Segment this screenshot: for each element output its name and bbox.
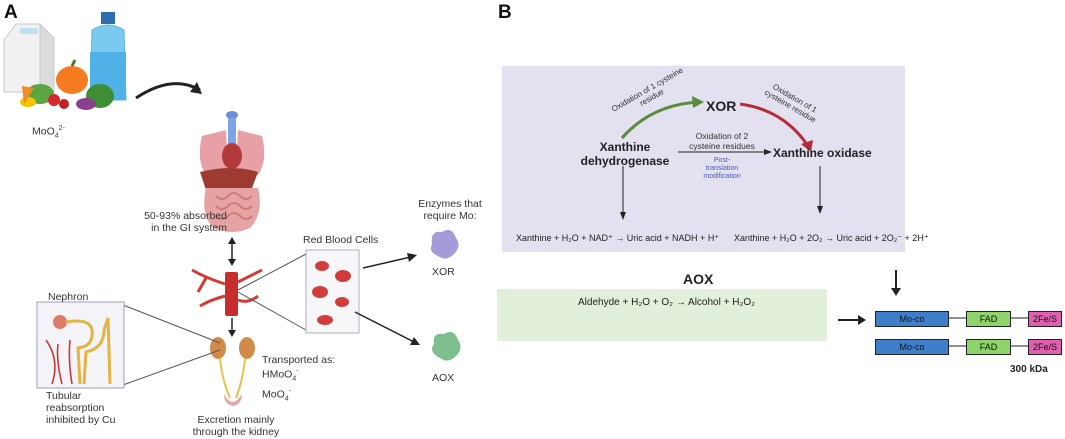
red-blood-cells-label: Red Blood Cells: [303, 234, 379, 246]
aox-equation: Aldehyde + H₂O + O₂ → Alcohol + H₂O₂: [578, 297, 755, 308]
xo-equation: Xanthine + H₂O + 2O₂ → Uric acid + 2O₂⁻ …: [734, 233, 929, 243]
kidneys-icon: [210, 337, 255, 406]
aox-enzyme-icon: [432, 332, 461, 361]
intake-label: MoO42-: [32, 125, 65, 140]
panel-b-letter: B: [498, 2, 512, 23]
moco-domain-2: Mo-co: [875, 339, 949, 355]
panel-a-illustration: [3, 12, 461, 406]
moco-domain-1: Mo-co: [875, 311, 949, 327]
xo-label: Xanthine oxidase: [773, 146, 872, 160]
nephron-label: Nephron: [48, 291, 89, 303]
xor-enzyme-icon: [430, 230, 459, 259]
fes-domain-1: 2Fe/S: [1028, 311, 1062, 327]
gi-organs-icon: [199, 111, 265, 232]
panel-a-letter: A: [4, 2, 18, 23]
aox-label-a: AOX: [432, 372, 455, 384]
transported-label: Transported as: HMoO4- MoO4-: [262, 354, 336, 403]
xor-arrows: [620, 96, 823, 220]
blood-vessel-icon: [191, 268, 263, 316]
xor-title: XOR: [706, 98, 737, 114]
fad-domain-2: FAD: [966, 339, 1011, 355]
fad-domain-1: FAD: [966, 311, 1011, 327]
vegetables-icon: [20, 59, 114, 110]
intake-arrow: [135, 82, 201, 100]
red-blood-cells-icon: [312, 261, 351, 325]
nephron-icon: [45, 315, 112, 385]
fes-domain-2: 2Fe/S: [1028, 339, 1062, 355]
aox-title: AOX: [683, 271, 714, 287]
xor-label-a: XOR: [432, 266, 455, 278]
aox-box: [497, 289, 827, 341]
xor-box: [502, 66, 905, 252]
domain-arrows: [838, 270, 1028, 347]
milk-carton-icon: [3, 22, 55, 93]
mass-label: 300 kDa: [1010, 364, 1048, 375]
xdh-equation: Xanthine + H₂O + NAD⁺ → Uric acid + NADH…: [516, 233, 720, 243]
